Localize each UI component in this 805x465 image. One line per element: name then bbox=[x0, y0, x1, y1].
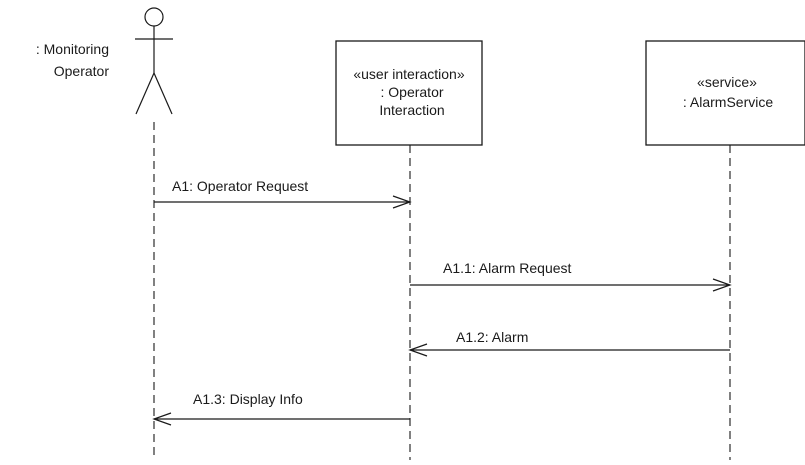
message-label: A1.1: Alarm Request bbox=[443, 260, 572, 276]
message-a1: A1: Operator Request bbox=[154, 178, 412, 209]
open-arrowhead-icon bbox=[712, 278, 732, 292]
actor-monitoring-operator: : Monitoring Operator bbox=[36, 7, 173, 115]
participant-name-line-2: Interaction bbox=[379, 102, 444, 118]
participant-stereotype: «user interaction» bbox=[353, 66, 465, 82]
message-label: A1.3: Display Info bbox=[193, 391, 303, 407]
message-a1-2: A1.2: Alarm bbox=[408, 329, 730, 357]
participant-name-line-1: : Operator bbox=[380, 84, 443, 100]
message-a1-3: A1.3: Display Info bbox=[152, 391, 410, 426]
open-arrowhead-icon bbox=[408, 343, 428, 357]
message-label: A1: Operator Request bbox=[172, 178, 308, 194]
participant-box bbox=[645, 40, 805, 146]
stick-figure-icon bbox=[135, 7, 173, 115]
participant-box bbox=[335, 40, 483, 146]
participant-name-line-1: : AlarmService bbox=[683, 94, 773, 110]
message-label: A1.2: Alarm bbox=[456, 329, 528, 345]
participant-alarm-service: «service» : AlarmService bbox=[645, 40, 805, 146]
participant-operator-interaction: «user interaction» : Operator Interactio… bbox=[335, 40, 483, 146]
actor-name-line-2: Operator bbox=[54, 63, 110, 79]
open-arrowhead-icon bbox=[152, 412, 172, 426]
open-arrowhead-icon bbox=[392, 195, 412, 209]
message-a1-1: A1.1: Alarm Request bbox=[410, 260, 732, 292]
actor-name-line-1: : Monitoring bbox=[36, 41, 109, 57]
participant-stereotype: «service» bbox=[697, 74, 757, 90]
